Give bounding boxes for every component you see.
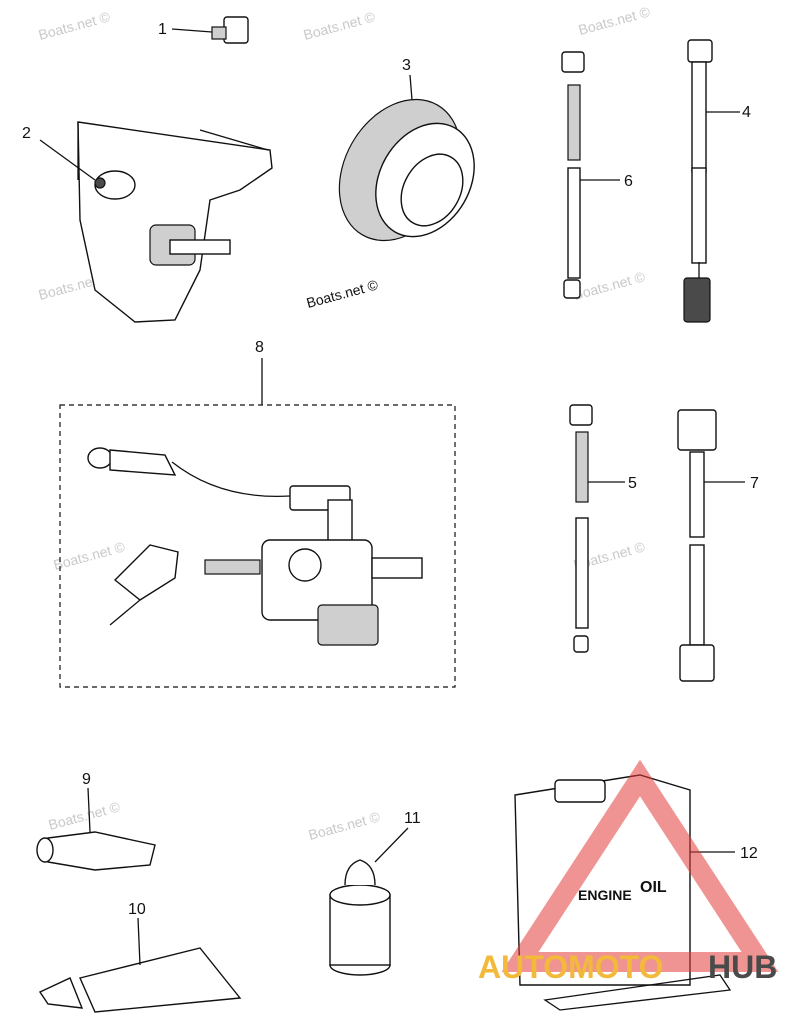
callout-1: 1 <box>158 21 167 38</box>
callout-6: 6 <box>624 173 633 190</box>
callout-11: 11 <box>404 810 421 827</box>
part-10-tube <box>38 917 242 1013</box>
callout-5: 5 <box>628 475 637 492</box>
watermark-text: Boats.net © <box>572 268 648 303</box>
watermark-text: Boats.net © <box>47 798 123 833</box>
part-7-cable <box>677 409 745 682</box>
callout-10: 10 <box>128 901 146 918</box>
oil-label-engine: ENGINE <box>578 887 632 903</box>
callout-9: 9 <box>82 771 91 788</box>
watermark-text: Boats.net © <box>302 8 378 43</box>
part-3-housing <box>338 74 475 242</box>
watermark-text: Boats.net © <box>37 8 113 43</box>
part-8-kit <box>59 358 456 688</box>
callout-2: 2 <box>22 125 31 142</box>
part-2-bracket-assembly <box>39 121 273 323</box>
part-1-plug <box>171 16 249 44</box>
oil-label-oil: OIL <box>640 879 667 896</box>
watermark-text: Boats.net © <box>307 808 383 843</box>
automotohub-logo: AUTOMOTO HUB <box>478 759 779 985</box>
watermark-text: Boats.net © <box>577 3 653 38</box>
part-5-cable <box>569 404 625 653</box>
part-6-cable <box>561 51 620 299</box>
part-9-tube <box>36 787 156 871</box>
logo-text-hub: HUB <box>708 949 777 985</box>
callout-8: 8 <box>255 339 264 356</box>
logo-triangle-icon <box>501 759 779 972</box>
watermark-text: Boats.net © <box>52 538 128 573</box>
callout-7: 7 <box>750 475 759 492</box>
watermark-text-dark: Boats.net © <box>305 276 381 311</box>
logo-text-automoto: AUTOMOTO <box>478 949 663 985</box>
callout-12: 12 <box>740 845 758 862</box>
part-11-can <box>329 827 409 976</box>
callout-4: 4 <box>742 104 751 121</box>
callouts: 1 2 3 4 5 6 7 8 9 10 11 12 <box>22 21 759 918</box>
callout-3: 3 <box>402 57 411 74</box>
part-4-harness <box>683 39 740 323</box>
